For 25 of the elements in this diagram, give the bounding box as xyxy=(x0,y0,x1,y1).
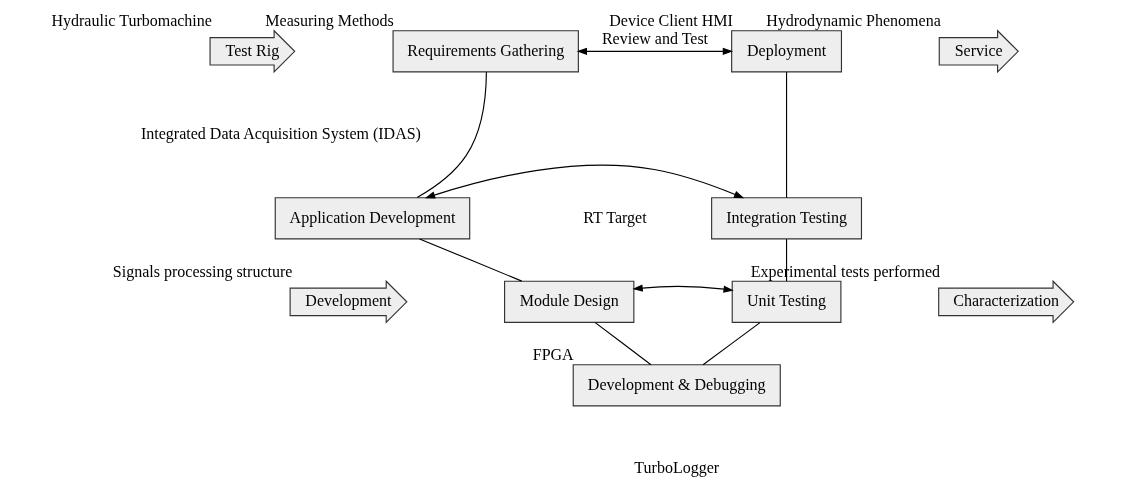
node-label: FPGA xyxy=(532,345,574,363)
node-box: Application Development xyxy=(274,196,470,239)
arrow xyxy=(576,47,733,55)
arrow xyxy=(631,283,734,293)
node-label: Signals processing structure xyxy=(112,262,292,280)
label: RT Target xyxy=(582,208,647,226)
node-box: Requirements Gathering xyxy=(392,29,579,72)
connector xyxy=(418,237,522,282)
connector xyxy=(416,70,487,198)
node-box: Module Design xyxy=(503,280,634,323)
connector xyxy=(594,321,652,365)
node-box: Development & Debugging xyxy=(572,363,781,406)
node-box: Unit Testing xyxy=(731,280,841,323)
connector xyxy=(785,70,787,198)
arrow xyxy=(424,164,744,198)
node-label: Device Client HMI xyxy=(608,11,733,29)
node-box: Deployment xyxy=(730,29,842,72)
node-label: Measuring Methods xyxy=(264,11,394,29)
node-label: Hydrodynamic Phenomena xyxy=(765,11,941,29)
connector xyxy=(702,321,761,365)
node-box: Integration Testing xyxy=(710,196,862,239)
label: Integrated Data Acquisition System (IDAS) xyxy=(140,124,421,142)
edge-label: Review and Test xyxy=(601,29,708,47)
node-label: Hydraulic Turbomachine xyxy=(50,11,212,29)
label: TurboLogger xyxy=(633,458,719,476)
